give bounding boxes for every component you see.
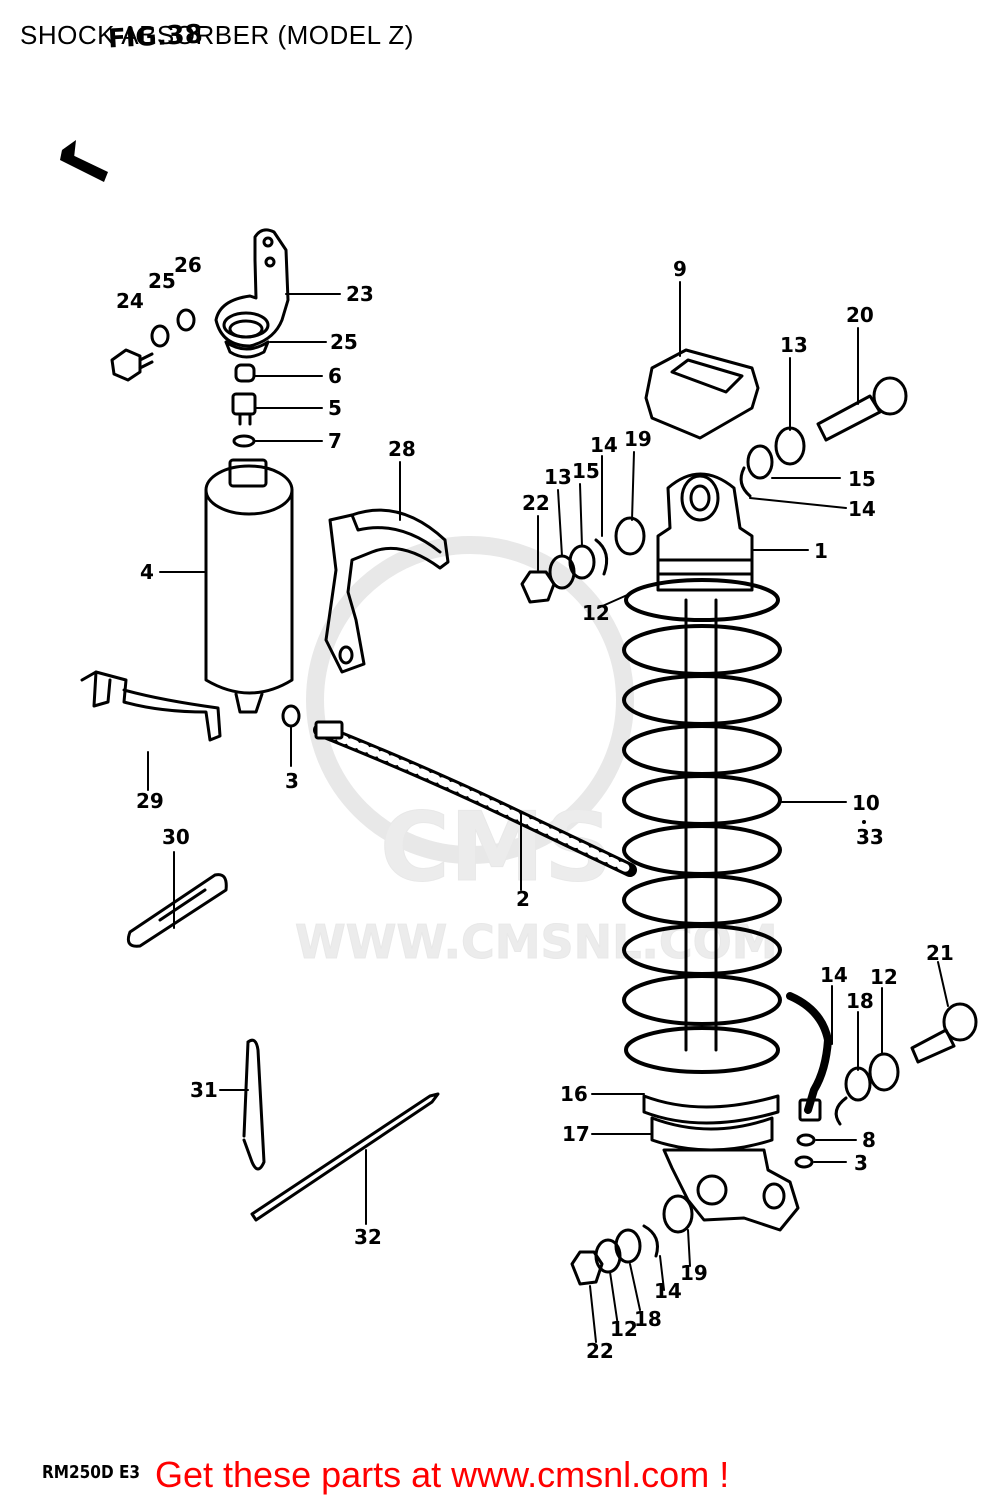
callout-10: 10 xyxy=(852,791,880,815)
callout-27: 25 xyxy=(330,330,358,354)
callout-25: 25 xyxy=(148,269,176,293)
callout-15-left: 15 xyxy=(572,459,600,483)
callout-labels: 23 25 6 5 7 24 25 26 4 28 29 3 30 31 32 … xyxy=(116,253,954,1363)
callout-12-lower: 12 xyxy=(610,1317,638,1341)
hose-fitting xyxy=(798,1098,822,1122)
shock-spring xyxy=(622,578,782,1074)
washer-18-right xyxy=(844,1066,872,1102)
reservoir-bracket xyxy=(214,228,290,348)
callout-14-right-upper: 14 xyxy=(848,497,876,521)
clamp-bracket xyxy=(324,508,450,674)
lower-left-hardware xyxy=(570,1194,694,1286)
reservoir-hose xyxy=(313,720,637,877)
callout-6: 6 xyxy=(328,364,342,388)
seal-14-upper-right xyxy=(739,466,752,498)
callout-24: 24 xyxy=(116,289,144,313)
washer-15-upper-right xyxy=(746,444,774,480)
callout-32: 32 xyxy=(354,1225,382,1249)
callout-21: 21 xyxy=(926,941,954,965)
callout-18-right: 18 xyxy=(846,989,874,1013)
callout-14-upper-left: 14 xyxy=(590,433,618,457)
washer-8 xyxy=(796,1133,816,1147)
reservoir-band xyxy=(80,670,222,742)
callout-23: 23 xyxy=(346,282,374,306)
callout-14-lower: 14 xyxy=(654,1279,682,1303)
page-title: SHOCK ABSORBER (MODEL Z) xyxy=(20,20,414,50)
reservoir-tank xyxy=(204,458,294,714)
callout-3-upper: 3 xyxy=(285,769,299,793)
valve-parts xyxy=(231,363,257,448)
callout-9: 9 xyxy=(673,257,687,281)
callout-4: 4 xyxy=(140,560,154,584)
callout-15-right: 15 xyxy=(848,467,876,491)
footer-parts-link[interactable]: Get these parts at www.cmsnl.com ! xyxy=(155,1454,730,1495)
callout-14-right-lower: 14 xyxy=(820,963,848,987)
upper-mount-bolt xyxy=(816,376,908,442)
callout-3-lower: 3 xyxy=(854,1151,868,1175)
callout-31: 31 xyxy=(190,1078,218,1102)
seal-14-right xyxy=(834,1096,848,1126)
callout-18-lower: 18 xyxy=(634,1307,662,1331)
callout-8: 8 xyxy=(862,1128,876,1152)
callout-29: 29 xyxy=(136,789,164,813)
callout-7: 7 xyxy=(328,429,342,453)
callout-5: 5 xyxy=(328,396,342,420)
front-arrow-icon xyxy=(60,140,108,182)
washer-12-right xyxy=(868,1052,900,1092)
callout-12-right: 12 xyxy=(870,965,898,989)
callout-26: 26 xyxy=(174,253,202,277)
callout-19-upper: 19 xyxy=(624,427,652,451)
callout-16: 16 xyxy=(560,1082,588,1106)
callout-28: 28 xyxy=(388,437,416,461)
callout-11: 12 xyxy=(582,601,610,625)
callout-17: 17 xyxy=(562,1122,590,1146)
watermark: CMS WWW.CMSNL.COM xyxy=(295,536,778,970)
bolt-and-washers xyxy=(110,308,196,382)
spring-adjuster-rings xyxy=(642,1094,780,1152)
hose-clip xyxy=(242,1038,266,1171)
rubber-mount xyxy=(224,340,270,359)
callout-separator-dot xyxy=(862,820,866,824)
callout-20: 20 xyxy=(846,303,874,327)
o-ring-upper xyxy=(281,704,301,728)
cable-tie xyxy=(250,1092,440,1222)
leader-lines xyxy=(147,281,949,1343)
shock-cover xyxy=(644,348,760,440)
callout-13-left: 13 xyxy=(544,465,572,489)
callout-33: 33 xyxy=(856,825,884,849)
callout-13-right: 13 xyxy=(780,333,808,357)
callout-1: 1 xyxy=(814,539,828,563)
lower-clevis xyxy=(662,1148,800,1232)
model-code: RM250D E3 xyxy=(42,1462,141,1483)
o-ring-lower xyxy=(794,1155,814,1169)
lower-mount-bolt xyxy=(910,1002,978,1064)
retaining-plate xyxy=(126,873,228,948)
callout-22-lower: 22 xyxy=(586,1339,614,1363)
side-hose xyxy=(786,992,832,1114)
callout-2: 2 xyxy=(516,887,530,911)
callout-19-lower: 19 xyxy=(680,1261,708,1285)
callout-22-upper: 22 xyxy=(522,491,550,515)
callout-30: 30 xyxy=(162,825,190,849)
washer-13-upper-right xyxy=(774,426,806,466)
